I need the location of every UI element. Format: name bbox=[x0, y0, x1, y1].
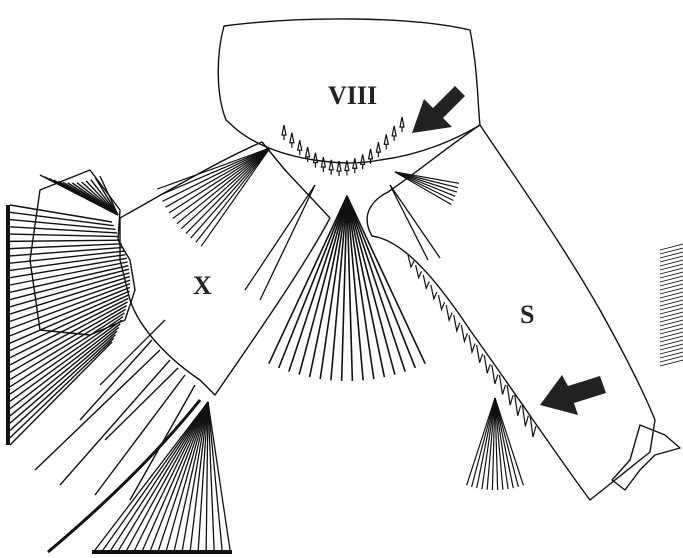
segment-x-hair bbox=[196, 148, 270, 242]
comb-scale bbox=[290, 133, 294, 148]
comb-scale bbox=[400, 117, 404, 132]
right-edge-hairs bbox=[660, 244, 683, 366]
siphon-tip-lobes bbox=[612, 425, 680, 490]
siphon-basal-hair bbox=[395, 172, 453, 200]
lower-fan-seta bbox=[135, 402, 208, 550]
ventral-brush-seta bbox=[10, 280, 130, 321]
comb-scale bbox=[298, 140, 302, 155]
pecten-tooth bbox=[530, 415, 536, 437]
lower-fan-seta bbox=[208, 402, 222, 550]
ventral-brush-seta bbox=[10, 234, 119, 236]
segment-viii-comb-scales bbox=[282, 117, 404, 176]
anal-papilla-1 bbox=[35, 350, 160, 470]
anal-papilla-5 bbox=[105, 368, 178, 440]
ventral-brush-setae bbox=[10, 175, 130, 445]
central-seta-fan bbox=[269, 196, 425, 381]
segment-x-hair bbox=[186, 148, 270, 234]
central-seta bbox=[279, 196, 347, 368]
ventral-brush-seta bbox=[10, 240, 120, 241]
segment-x-hair bbox=[157, 148, 270, 189]
lower-fan-setae bbox=[95, 402, 230, 550]
segment-x-hair-tuft bbox=[157, 148, 270, 246]
label-segment-viii: VIII bbox=[328, 81, 377, 110]
pecten-tooth bbox=[439, 295, 445, 310]
segment-x-hair bbox=[162, 148, 270, 201]
anal-papilla-6 bbox=[80, 340, 152, 420]
pecten-tooth bbox=[431, 285, 437, 299]
segment-x-hair bbox=[166, 148, 270, 207]
comb-scale bbox=[321, 157, 325, 172]
pecten-tooth bbox=[423, 275, 429, 288]
comb-scale bbox=[376, 142, 380, 157]
comb-scale bbox=[282, 125, 286, 140]
central-seta bbox=[347, 196, 415, 368]
pecten-tooth bbox=[469, 335, 475, 352]
central-seta bbox=[310, 196, 347, 377]
segment-x-hair bbox=[169, 148, 270, 213]
comb-scale-arrow-icon bbox=[412, 86, 465, 133]
segment-x-hair bbox=[191, 148, 270, 238]
label-segment-x: X bbox=[193, 271, 212, 300]
ventral-brush-seta bbox=[10, 273, 129, 307]
lower-fan-seta bbox=[159, 402, 208, 550]
pecten-tooth bbox=[461, 325, 467, 341]
comb-scale bbox=[384, 134, 388, 149]
comb-scale bbox=[353, 158, 357, 173]
comb-scale bbox=[392, 126, 396, 141]
central-seta bbox=[347, 196, 405, 372]
central-seta bbox=[347, 196, 384, 377]
pecten-arrow-icon bbox=[540, 375, 606, 415]
lower-fan-seta bbox=[103, 402, 208, 550]
siphon-pecten-teeth bbox=[408, 255, 536, 437]
ventral-brush-seta bbox=[10, 247, 123, 255]
segment-x-hair bbox=[177, 148, 270, 224]
siphon-basal-hair bbox=[395, 172, 457, 192]
ventral-brush-seta bbox=[10, 244, 122, 249]
pecten-tooth bbox=[446, 305, 452, 320]
pecten-tooth bbox=[454, 315, 460, 331]
label-siphon: S bbox=[520, 300, 534, 329]
lower-fan-seta bbox=[143, 402, 208, 550]
